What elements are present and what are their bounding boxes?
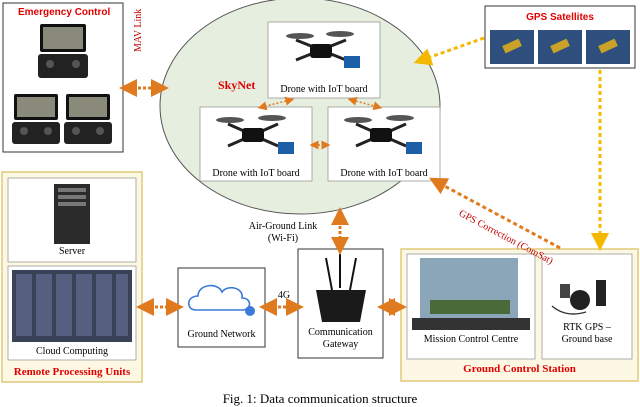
rtk-line1: RTK GPS –: [563, 322, 611, 333]
drone-link-top-right: [347, 96, 383, 111]
mission-control-label: Mission Control Centre: [423, 334, 519, 345]
laptop-image: [412, 258, 530, 330]
gps-to-skynet-arrow: [413, 36, 485, 66]
server-icon: [54, 184, 90, 244]
controller-icon-top: [38, 24, 88, 78]
globe-icon: [245, 306, 255, 316]
drone-top-label: Drone with IoT board: [280, 84, 368, 95]
satellite-images: [490, 30, 630, 64]
cloud-computing-label: Cloud Computing: [36, 346, 108, 357]
drone-icon-top: [286, 31, 360, 68]
emergency-control-title: Emergency Control: [18, 7, 111, 18]
drone-icon-left: [216, 115, 294, 154]
drone-panel-top: [267, 21, 381, 99]
cloud-icon: [187, 284, 251, 311]
server-label: Server: [58, 246, 86, 257]
drone-right-label: Drone with IoT board: [340, 168, 428, 179]
drone-left-label: Drone with IoT board: [212, 168, 300, 179]
gateway-line1: Communication: [308, 327, 373, 338]
skynet-title: SkyNet: [218, 78, 256, 92]
remote-processing-title: Remote Processing Units: [13, 366, 131, 378]
mav-link-label: MAV Link: [133, 8, 144, 52]
air-ground-line1: Air-Ground Link: [248, 221, 318, 232]
router-icon: [316, 254, 366, 322]
controller-icon-right: [64, 94, 112, 144]
rtk-gps-image: [551, 280, 606, 315]
air-ground-line2: (Wi-Fi): [267, 233, 299, 244]
gps-correction-arrow: [429, 177, 561, 250]
gateway-line2: Gateway: [322, 339, 359, 350]
link-4g-label: 4G: [277, 290, 291, 301]
figure-caption: Fig. 1: Data communication structure: [222, 391, 418, 406]
rtk-line2: Ground base: [561, 334, 613, 345]
ground-network-label: Ground Network: [187, 329, 256, 340]
ground-control-title: Ground Control Station: [463, 363, 576, 375]
gps-satellites-title: GPS Satellites: [526, 12, 594, 23]
drone-link-top-left: [257, 96, 295, 111]
datacenter-image: [12, 270, 132, 342]
drone-icon-right: [344, 115, 422, 154]
controller-icon-left: [12, 94, 60, 144]
